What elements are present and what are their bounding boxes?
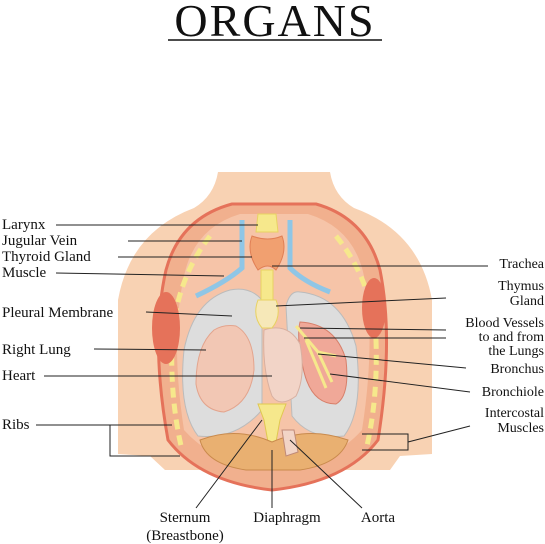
- ribs-right: [334, 234, 379, 451]
- leader-muscle: [55, 272, 225, 277]
- thyroid-gland-organ: [249, 235, 285, 271]
- label-thymus-1: Thymus: [498, 279, 544, 294]
- label-pleural-membrane: Pleural Membrane: [2, 305, 114, 321]
- leader-sternum: [195, 419, 263, 509]
- leader-pleural-membrane: [145, 311, 233, 317]
- diagram-title: ORGANS: [174, 0, 375, 46]
- label-jugular-vein: Jugular Vein: [2, 233, 78, 249]
- right-lung-lobes: [195, 325, 255, 413]
- label-blood-vessels-1: Blood Vessels: [465, 316, 544, 331]
- jugular-vein-left: [194, 220, 245, 299]
- label-bronchus: Bronchus: [490, 362, 544, 377]
- larynx-organ: [255, 213, 279, 233]
- jugular-vein-right: [287, 220, 331, 295]
- label-thymus-2: Gland: [510, 294, 544, 309]
- leader-thymus: [275, 297, 447, 307]
- leader-aorta: [289, 439, 363, 509]
- leader-intercostal: [407, 425, 471, 443]
- leader-bronchiole: [329, 373, 471, 393]
- label-aorta: Aorta: [361, 510, 395, 526]
- label-muscle: Muscle: [2, 265, 47, 281]
- label-ribs: Ribs: [2, 417, 30, 433]
- label-bronchiole: Bronchiole: [482, 385, 544, 400]
- label-thyroid-gland: Thyroid Gland: [2, 249, 91, 265]
- label-larynx: Larynx: [2, 217, 46, 233]
- label-trachea: Trachea: [499, 257, 544, 272]
- diaphragm-muscle: [199, 432, 349, 471]
- label-blood-vessels-3: the Lungs: [488, 344, 544, 359]
- muscle-right: [362, 278, 386, 338]
- leader-blood-vessels-1: [299, 327, 447, 331]
- label-right-lung: Right Lung: [2, 342, 71, 358]
- label-heart: Heart: [2, 368, 36, 384]
- label-sternum-2: (Breastbone): [146, 528, 223, 544]
- label-intercostal-1: Intercostal: [485, 406, 544, 421]
- muscle-left: [152, 292, 180, 364]
- aorta-vessel: [281, 429, 299, 457]
- leader-right-lung: [93, 348, 207, 351]
- label-intercostal-2: Muscles: [497, 421, 544, 436]
- label-sternum-1: Sternum: [160, 510, 211, 526]
- label-diaphragm: Diaphragm: [253, 510, 321, 526]
- leader-bronchus: [317, 353, 467, 369]
- label-blood-vessels-2: to and from: [479, 330, 544, 345]
- bracket-ribs: [109, 425, 180, 457]
- thymus-gland-organ: [255, 299, 279, 329]
